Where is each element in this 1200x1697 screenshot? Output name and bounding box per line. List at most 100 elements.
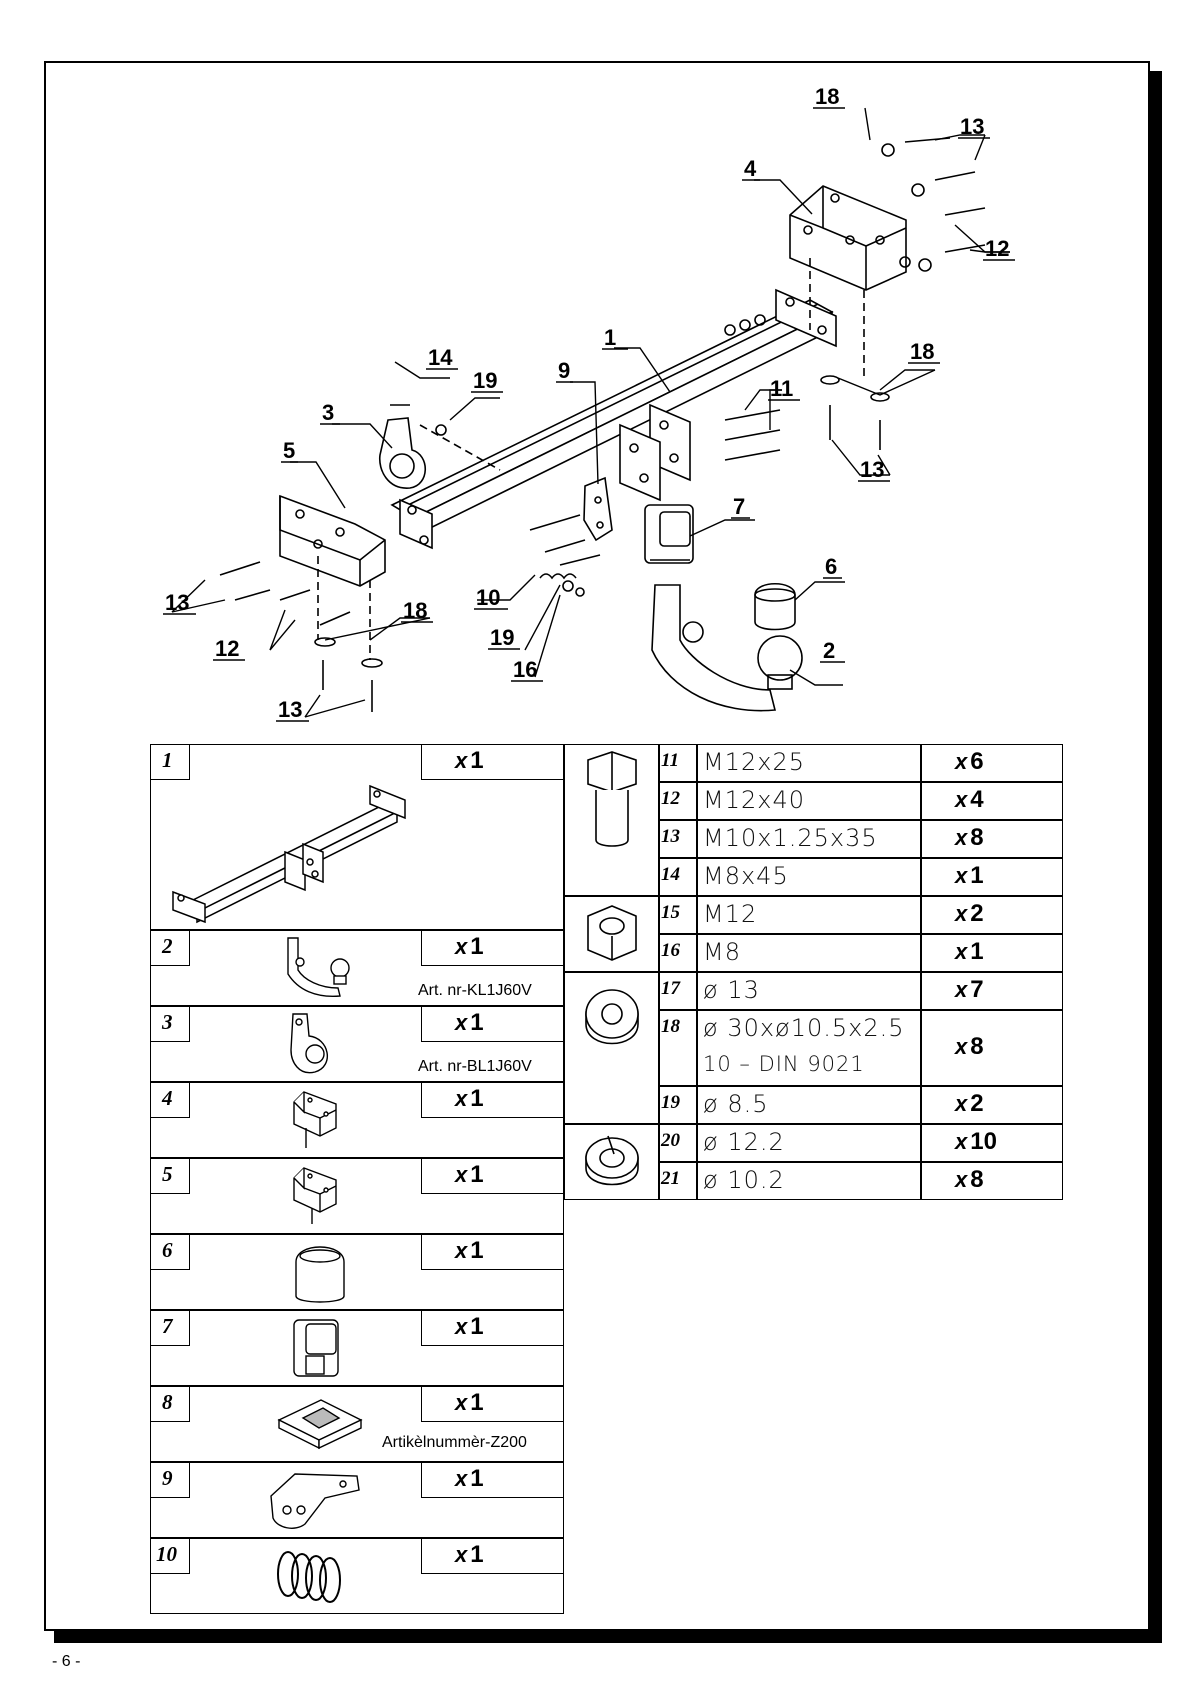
hardware-spec-cell <box>697 896 921 934</box>
hardware-qty-cell <box>921 858 1063 896</box>
hardware-spec-cell <box>697 782 921 820</box>
hardware-spec: ø 13 <box>703 976 760 1004</box>
hardware-spec-standard: 10 – DIN 9021 <box>703 1052 865 1076</box>
callout-13-top: 13 <box>960 114 984 139</box>
bracket-5-part <box>279 494 386 660</box>
hardware-index: 20 <box>661 1130 680 1151</box>
ball-cap-part <box>754 583 796 631</box>
callout-14: 14 <box>428 345 453 370</box>
bolt-icon <box>587 751 637 847</box>
article-number: Art. nr-KL1J60V <box>418 982 532 999</box>
hardware-index-cell <box>659 1086 697 1124</box>
hardware-spec: M12 <box>703 900 758 928</box>
part-index: 9 <box>162 1466 173 1490</box>
hardware-spec-cell <box>697 858 921 896</box>
hardware-qty-cell <box>921 934 1063 972</box>
part-index: 3 <box>162 1010 173 1034</box>
article-number: Artikèlnummèr-Z200 <box>382 1434 527 1451</box>
callout-13-mid: 13 <box>860 457 884 482</box>
hardware-index-cell <box>659 1162 697 1200</box>
hardware-qty-cell <box>921 1010 1063 1086</box>
hardware-spec: M12x25 <box>703 748 805 776</box>
callout-13-left: 13 <box>165 590 189 615</box>
callout-18-right: 18 <box>910 339 934 364</box>
spring-part <box>539 573 577 580</box>
part-index: 4 <box>162 1086 173 1110</box>
hardware-index-cell <box>659 858 697 896</box>
callout-10: 10 <box>476 585 500 610</box>
hardware-index: 12 <box>661 788 680 809</box>
callout-4: 4 <box>744 156 757 181</box>
plug-box-icon <box>277 1399 363 1450</box>
hardware-spec-cell <box>697 934 921 972</box>
plate-9-part <box>583 476 613 542</box>
hardware-index-cell <box>659 782 697 820</box>
plate-icon <box>270 1473 360 1529</box>
exploded-drawing: 1 2 3 4 5 6 7 9 10 11 12 12 13 13 13 13 … <box>163 84 1015 722</box>
part-index: 7 <box>162 1314 173 1338</box>
callout-18-top: 18 <box>815 84 839 109</box>
callout-19-bottom: 19 <box>490 625 514 650</box>
hardware-qty-cell <box>921 782 1063 820</box>
spring-icon <box>277 1551 341 1603</box>
towbar-hook-part <box>651 584 803 712</box>
bracket-icon <box>293 1091 337 1148</box>
leader-lines <box>171 107 1010 718</box>
hardware-index-cell <box>659 744 697 782</box>
hardware-spec: ø 12.2 <box>703 1128 785 1156</box>
socket-plate-icon <box>290 1013 329 1074</box>
callout-12-left: 12 <box>215 636 239 661</box>
page-number: - 6 - <box>52 1653 81 1670</box>
hardware-spec-cell <box>697 744 921 782</box>
hardware-index: 13 <box>661 826 680 847</box>
callout-18-left: 18 <box>403 598 427 623</box>
callout-7: 7 <box>733 494 745 519</box>
hardware-index-cell <box>659 896 697 934</box>
callout-9: 9 <box>558 358 570 383</box>
callout-3: 3 <box>322 400 334 425</box>
hardware-index-cell <box>659 1124 697 1162</box>
hardware-index: 21 <box>661 1168 680 1189</box>
socket-plate-part <box>379 417 501 489</box>
spring-washer-icon <box>585 1135 639 1186</box>
hardware-spec-cell <box>697 972 921 1010</box>
callout-2: 2 <box>823 638 835 663</box>
hardware-spec-cell <box>697 1162 921 1200</box>
callout-1: 1 <box>604 325 616 350</box>
hardware-spec-cell <box>697 1124 921 1162</box>
callout-6: 6 <box>825 554 837 579</box>
part-index: 10 <box>156 1542 177 1566</box>
hardware-index-cell <box>659 820 697 858</box>
callout-13-bottom: 13 <box>278 697 302 722</box>
bracket-icon <box>293 1167 337 1224</box>
crossbar-icon <box>172 784 406 924</box>
hook-holder-part <box>644 504 694 564</box>
hardware-spec: M8x45 <box>703 862 789 890</box>
hardware-qty-cell <box>921 820 1063 858</box>
towbar-hook-icon <box>287 937 350 997</box>
hardware-spec: M12x40 <box>703 786 805 814</box>
part-row-4 <box>150 1082 564 1158</box>
callout-19-top: 19 <box>473 368 497 393</box>
hardware-spec-cell <box>697 1086 921 1124</box>
hardware-spec-cell <box>697 1010 921 1086</box>
hook-holder-icon <box>293 1319 339 1377</box>
hardware-index: 17 <box>661 978 680 999</box>
